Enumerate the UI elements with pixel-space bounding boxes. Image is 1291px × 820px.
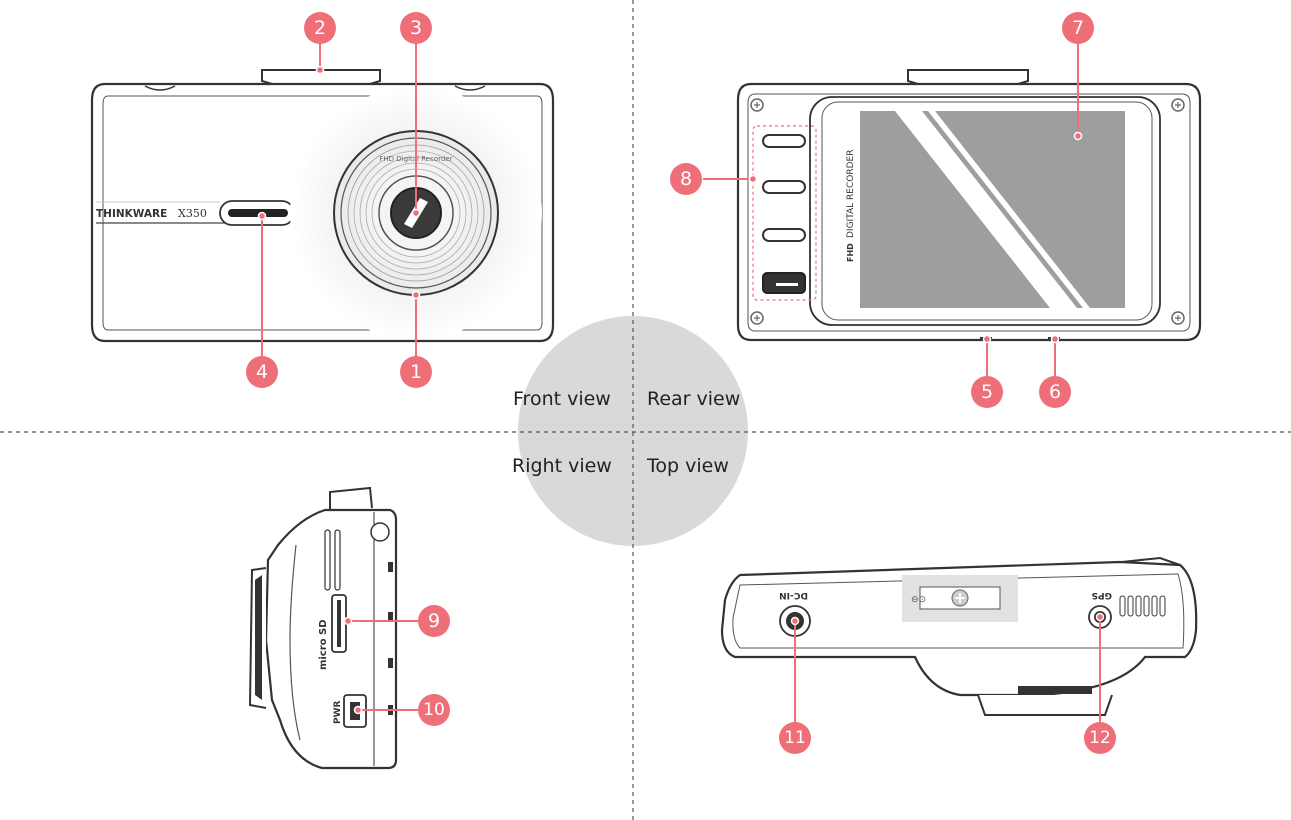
svg-text:⊖⊙: ⊖⊙ (911, 595, 926, 605)
svg-text:12: 12 (1089, 728, 1111, 748)
svg-text:5: 5 (981, 381, 993, 403)
front-view: THINKWARE X350 FHD Digital Recorder (90, 69, 555, 343)
rear-button-2[interactable] (762, 180, 806, 194)
svg-text:1: 1 (410, 361, 422, 383)
callout-3: 3 (400, 12, 432, 44)
svg-text:7: 7 (1072, 17, 1084, 39)
screw-icon (1171, 98, 1185, 112)
svg-text:8: 8 (680, 168, 692, 190)
right-view-label: Right view (512, 455, 612, 477)
callout-8: 8 (670, 163, 702, 195)
callouts (257, 42, 1105, 722)
callout-1: 1 (400, 356, 432, 388)
pwr-label: PWR (333, 700, 343, 724)
gps-label: GPS (1092, 590, 1112, 600)
center-disc (518, 316, 748, 546)
svg-text:6: 6 (1049, 381, 1061, 403)
side-mount (329, 486, 373, 510)
svg-text:11: 11 (784, 728, 806, 748)
brand-text: THINKWARE (96, 208, 167, 220)
callout-12: 12 (1084, 722, 1116, 754)
svg-text:10: 10 (423, 700, 445, 720)
screen-side-badge: FHD (846, 243, 855, 262)
callout-4: 4 (246, 356, 278, 388)
micro-sd-label: micro SD (318, 619, 329, 670)
top-view-label: Top view (647, 455, 729, 477)
right-view: micro SD PWR (248, 486, 398, 770)
callout-7: 7 (1062, 12, 1094, 44)
rear-button-3[interactable] (762, 228, 806, 242)
top-body (720, 560, 1198, 697)
rear-button-1[interactable] (762, 134, 806, 148)
model-text: X350 (178, 207, 207, 220)
side-body (264, 508, 398, 770)
svg-text:3: 3 (410, 17, 422, 39)
callout-11: 11 (779, 722, 811, 754)
callout-5: 5 (971, 376, 1003, 408)
callout-2: 2 (304, 12, 336, 44)
front-view-label: Front view (513, 388, 611, 410)
rear-view-label: Rear view (647, 388, 741, 410)
screw-icon (750, 98, 764, 112)
speaker-grill (324, 529, 341, 591)
rear-mount (907, 69, 1029, 85)
callout-9: 9 (418, 605, 450, 637)
callout-10: 10 (418, 694, 450, 726)
screen-side-text: DIGITAL RECORDER (846, 150, 856, 238)
svg-text:9: 9 (428, 610, 440, 632)
rear-view: DIGITAL RECORDER FHD (736, 69, 1202, 342)
svg-text:2: 2 (314, 17, 326, 39)
screw-icon (1171, 311, 1185, 325)
vent-grill (1119, 595, 1166, 617)
top-view: ⊖⊙ DC-IN GPS (720, 556, 1198, 716)
button-group-box (752, 125, 817, 301)
svg-text:4: 4 (256, 361, 268, 383)
dc-in-label: DC-IN (779, 590, 808, 600)
screw-icon (750, 311, 764, 325)
lcd-screen (860, 111, 1125, 308)
callout-6: 6 (1039, 376, 1071, 408)
